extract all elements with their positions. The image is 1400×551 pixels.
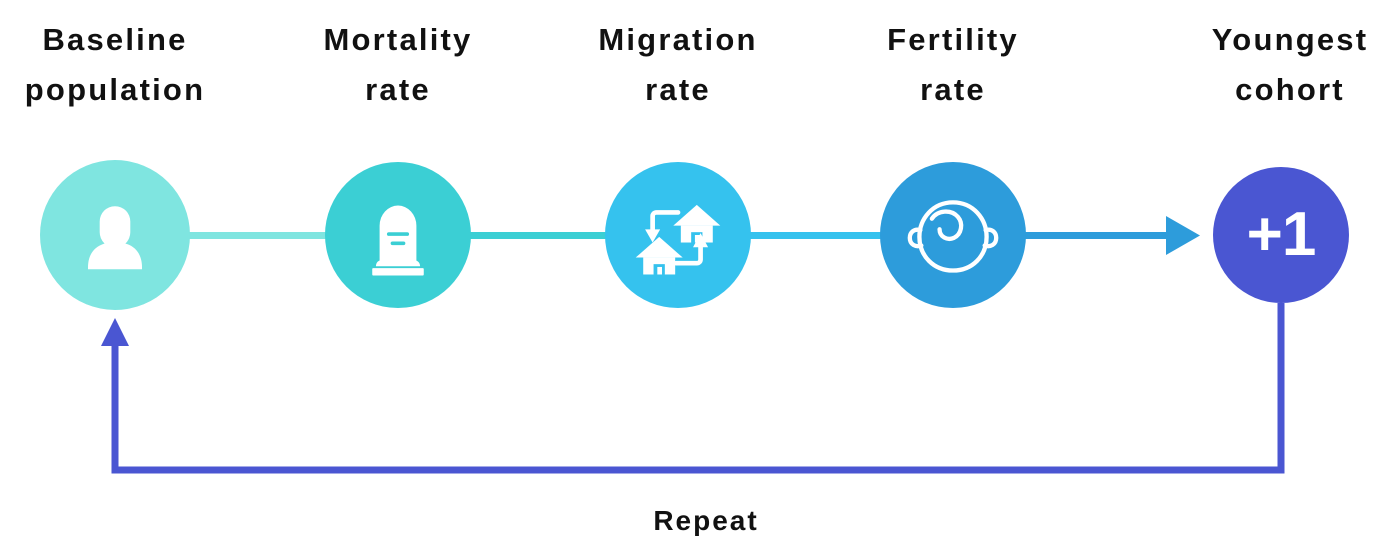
- stage-label-migration-rate: Migration rate: [598, 22, 758, 107]
- arrowhead-to-youngest-cohort: [1166, 216, 1200, 255]
- person-icon: [88, 206, 142, 270]
- node-baseline-population[interactable]: [40, 160, 190, 310]
- connector-fertility-to-cohort: [1024, 232, 1166, 239]
- tombstone-icon: [372, 205, 424, 276]
- stage-label-youngest-cohort: Youngest cohort: [1211, 22, 1369, 107]
- house-exchange-icon: [635, 204, 721, 275]
- node-fertility-rate[interactable]: [880, 162, 1026, 308]
- stage-label-fertility-rate: Fertility rate: [887, 22, 1019, 107]
- plus-one-label: +1: [1246, 200, 1317, 269]
- connector-migration-to-fertility: [748, 232, 883, 239]
- connector-baseline-to-mortality: [186, 232, 328, 239]
- stage-label-baseline-population: Baseline population: [24, 22, 206, 107]
- repeat-label: Repeat: [653, 505, 759, 536]
- node-migration-rate[interactable]: [605, 162, 751, 308]
- connector-mortality-to-migration: [468, 232, 608, 239]
- node-youngest-cohort[interactable]: +1: [1213, 167, 1349, 303]
- node-mortality-rate[interactable]: [325, 162, 471, 308]
- baby-face-icon: [907, 200, 999, 273]
- stage-label-mortality-rate: Mortality rate: [323, 22, 473, 107]
